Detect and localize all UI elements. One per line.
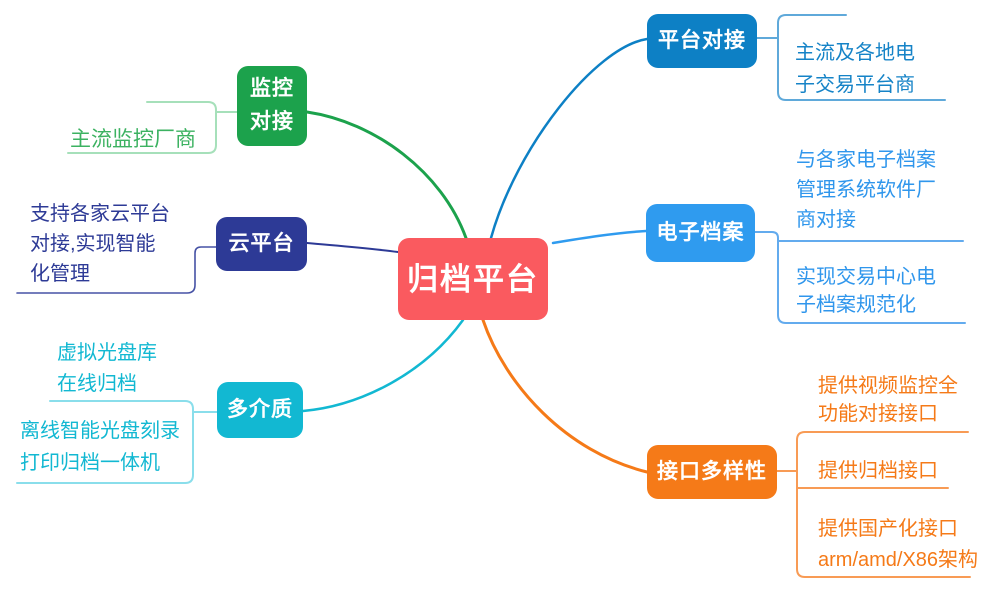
leaf-cloud-support[interactable]: 支持各家云平台 对接,实现智能 化管理 [30, 203, 170, 285]
topic-cloud-platform-label: 云平台 [228, 231, 295, 255]
leaf-offline-disc-burner[interactable]: 离线智能光盘刻录 打印归档一体机 [20, 420, 180, 474]
leaf-earchive-standardization[interactable]: 实现交易中心电 子档案规范化 [796, 266, 936, 316]
topic-multi-media[interactable]: 多介质 [217, 382, 303, 438]
topic-monitor-link-label: 监控 对接 [250, 77, 294, 133]
topic-e-archive[interactable]: 电子档案 [646, 204, 755, 262]
branch-curve-media [301, 318, 465, 413]
leaf-bracket-interface [776, 431, 971, 578]
leaf-video-monitor-api[interactable]: 提供视频监控全 功能对接接口 [818, 375, 958, 425]
branch-curve-platform [489, 37, 649, 240]
leaf-domestic-api[interactable]: 提供国产化接口 arm/amd/X86架构 [818, 518, 979, 571]
branch-curve-earchive [551, 229, 648, 245]
leaf-bracket-platform [756, 14, 946, 101]
leaf-bracket-media [16, 400, 218, 484]
leaf-trading-platform-vendors[interactable]: 主流及各地电 子交易平台商 [795, 42, 915, 96]
topic-monitor-link[interactable]: 监控 对接 [237, 66, 307, 146]
leaf-monitor-vendors[interactable]: 主流监控厂商 [70, 128, 196, 151]
topic-interface-variety[interactable]: 接口多样性 [647, 445, 777, 499]
topic-platform-link[interactable]: 平台对接 [647, 14, 757, 68]
leaf-archive-api[interactable]: 提供归档接口 [818, 460, 938, 482]
leaf-bracket-cloud [16, 246, 217, 294]
topic-platform-link-label: 平台对接 [658, 28, 746, 52]
topic-e-archive-label: 电子档案 [656, 220, 745, 244]
leaf-bracket-monitor [67, 101, 238, 154]
leaf-virtual-disc-library[interactable]: 虚拟光盘库 在线归档 [57, 342, 157, 395]
root-topic-label: 归档平台 [407, 261, 539, 297]
topic-cloud-platform[interactable]: 云平台 [216, 217, 307, 271]
leaf-earchive-vendor-link[interactable]: 与各家电子档案 管理系统软件厂 商对接 [796, 149, 936, 231]
topic-interface-variety-label: 接口多样性 [657, 459, 767, 483]
root-topic[interactable]: 归档平台 [398, 238, 548, 320]
branch-curve-interface [481, 318, 649, 474]
leaf-bracket-earchive [754, 231, 966, 324]
topic-multi-media-label: 多介质 [227, 397, 293, 421]
branch-curve-monitor [305, 110, 468, 240]
branch-curve-cloud [306, 242, 399, 253]
